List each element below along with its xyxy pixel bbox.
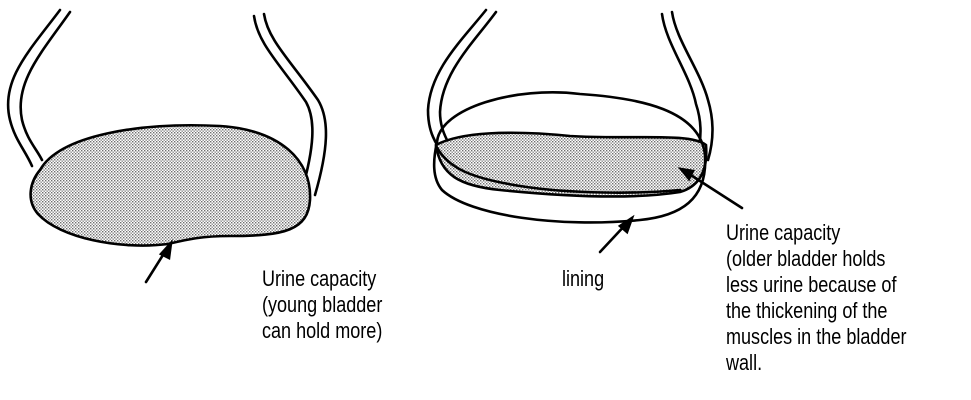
old-urine-area: [436, 133, 706, 197]
young-left-ureter-inner: [21, 12, 70, 160]
old-capacity-line-1: Urine capacity: [726, 220, 907, 246]
old-capacity-label: Urine capacity (older bladder holds less…: [726, 220, 907, 376]
old-capacity-line-2: (older bladder holds: [726, 246, 907, 272]
old-capacity-line-6: wall.: [726, 350, 907, 376]
old-left-ureter-outer: [428, 10, 486, 150]
young-capacity-line-3: can hold more): [262, 318, 382, 344]
young-bladder: [8, 10, 326, 282]
lining-label: lining: [562, 266, 604, 292]
young-capacity-line-1: Urine capacity: [262, 266, 382, 292]
lining-label-text: lining: [562, 266, 604, 292]
old-capacity-arrow-line: [686, 172, 742, 208]
young-capacity-label: Urine capacity (young bladder can hold m…: [262, 266, 382, 344]
old-capacity-line-4: the thickening of the: [726, 298, 907, 324]
old-bladder: [428, 10, 742, 252]
old-capacity-line-3: less urine because of: [726, 272, 907, 298]
young-left-ureter-outer: [8, 10, 60, 166]
old-capacity-line-5: muscles in the bladder: [726, 324, 907, 350]
young-capacity-line-2: (young bladder: [262, 292, 382, 318]
young-bladder-body: [31, 125, 310, 245]
